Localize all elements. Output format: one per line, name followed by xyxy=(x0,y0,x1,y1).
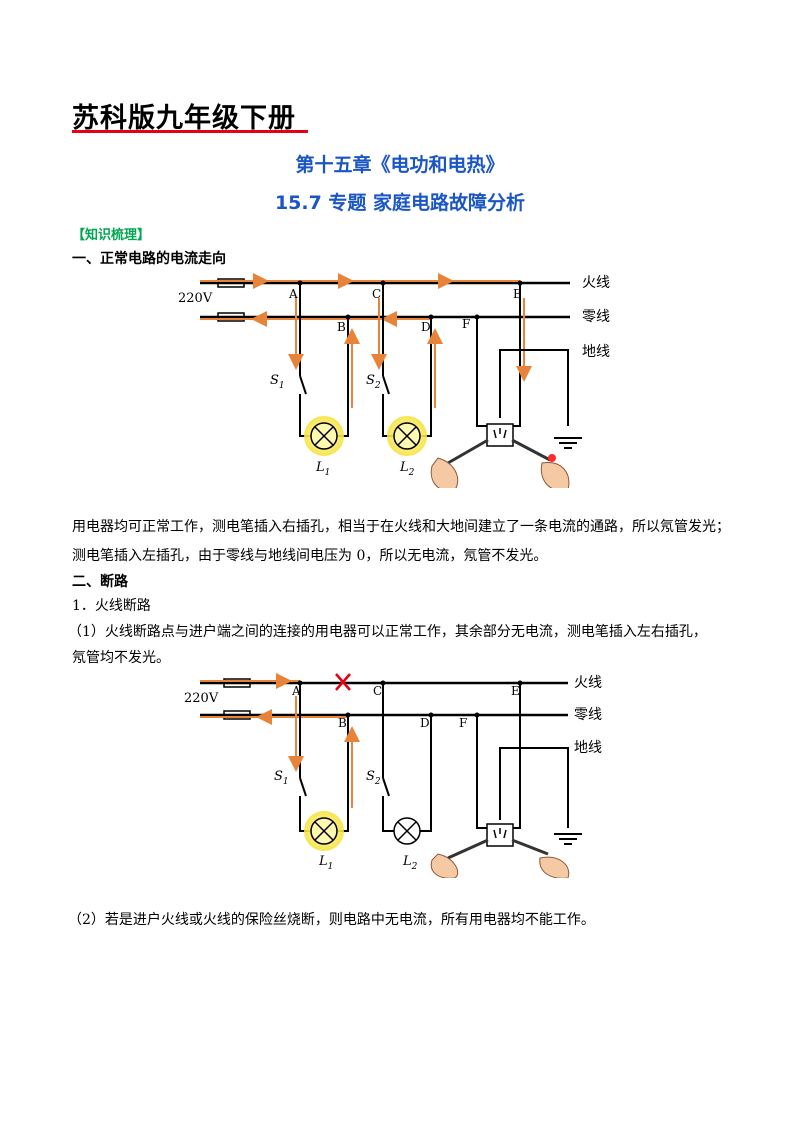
node-c: C xyxy=(373,684,382,698)
book-title: 苏科版九年级下册 xyxy=(72,103,296,134)
knowledge-tag: 【知识梳理】 xyxy=(72,228,151,243)
ground-wire xyxy=(499,747,569,828)
neutral-label: 零线 xyxy=(582,309,610,325)
ground-wire xyxy=(499,349,569,426)
item1-line2: 氖管均不发光。 xyxy=(72,650,170,666)
socket-icon xyxy=(486,423,514,447)
node-e: E xyxy=(513,287,522,301)
section1-paragraph-line1: 用电器均可正常工作，测电笔插入右插孔，相当于在火线和大地间建立了一条电流的通路，… xyxy=(72,519,730,535)
switch2-blade xyxy=(382,777,390,797)
socket-neutral-wire xyxy=(476,715,488,829)
node-f: F xyxy=(459,716,467,730)
live-label: 火线 xyxy=(582,275,610,291)
switch2-blade xyxy=(382,375,390,395)
node-c: C xyxy=(372,287,381,301)
lamp2-label: L2 xyxy=(399,460,415,478)
section1-heading: 一、正常电路的电流走向 xyxy=(72,251,226,267)
socket-live-wire xyxy=(512,283,521,427)
item1-line1: （1）火线断路点与进户端之间的连接的用电器可以正常工作，其余部分无电流，测电笔插… xyxy=(68,624,707,640)
test-pen-right-icon xyxy=(511,838,570,878)
section2-heading: 二、断路 xyxy=(72,574,128,590)
section1-paragraph-line2: 测电笔插入左插孔，由于零线与地线间电压为 0，所以无电流，氖管不发光。 xyxy=(72,548,548,564)
title-underline xyxy=(72,130,308,133)
node-a: A xyxy=(288,287,298,301)
lamp1-label: L1 xyxy=(318,854,333,872)
node-b: B xyxy=(338,716,347,730)
node-d: D xyxy=(420,716,430,730)
switch1-label: S1 xyxy=(270,373,285,391)
live-break-circuit-diagram: 220V 火线 零线 地线 A C E B D F S1 S2 L1 L2 xyxy=(184,673,602,878)
test-pen-right-icon xyxy=(511,438,570,488)
live-label: 火线 xyxy=(574,675,602,691)
test-pen-left-icon xyxy=(430,438,489,488)
ground-label: 地线 xyxy=(574,740,602,756)
socket-neutral-wire xyxy=(476,317,488,427)
lamp1-label: L1 xyxy=(315,460,330,478)
neutral-label: 零线 xyxy=(574,707,602,723)
voltage-label: 220V xyxy=(184,691,219,706)
socket-live-wire xyxy=(512,683,521,829)
switch1-label: S1 xyxy=(274,769,289,787)
switch1-blade xyxy=(299,777,307,797)
topic-title: 15.7 专题 家庭电路故障分析 xyxy=(274,192,526,214)
branch2-return xyxy=(382,715,432,832)
node-e: E xyxy=(511,684,520,698)
switch2-label: S2 xyxy=(366,373,381,391)
ground-label: 地线 xyxy=(582,344,610,360)
voltage-label: 220V xyxy=(178,291,213,306)
switch1-blade xyxy=(299,375,307,395)
test-pen-left-icon xyxy=(430,838,489,878)
node-a: A xyxy=(291,684,301,698)
switch2-label: S2 xyxy=(366,769,381,787)
socket-icon xyxy=(486,823,514,847)
node-b: B xyxy=(337,320,346,334)
lamp2-label: L2 xyxy=(402,854,418,872)
node-d: D xyxy=(421,320,431,334)
normal-circuit-diagram: 220V 火线 零线 地线 A C E B D F S1 S2 L1 L2 xyxy=(178,273,610,488)
item2: （2）若是进户火线或火线的保险丝烧断，则电路中无电流，所有用电器均不能工作。 xyxy=(68,912,595,928)
node-f: F xyxy=(462,317,470,331)
chapter-title: 第十五章《电功和电热》 xyxy=(295,154,505,176)
section2-subheading: 1．火线断路 xyxy=(72,598,151,614)
